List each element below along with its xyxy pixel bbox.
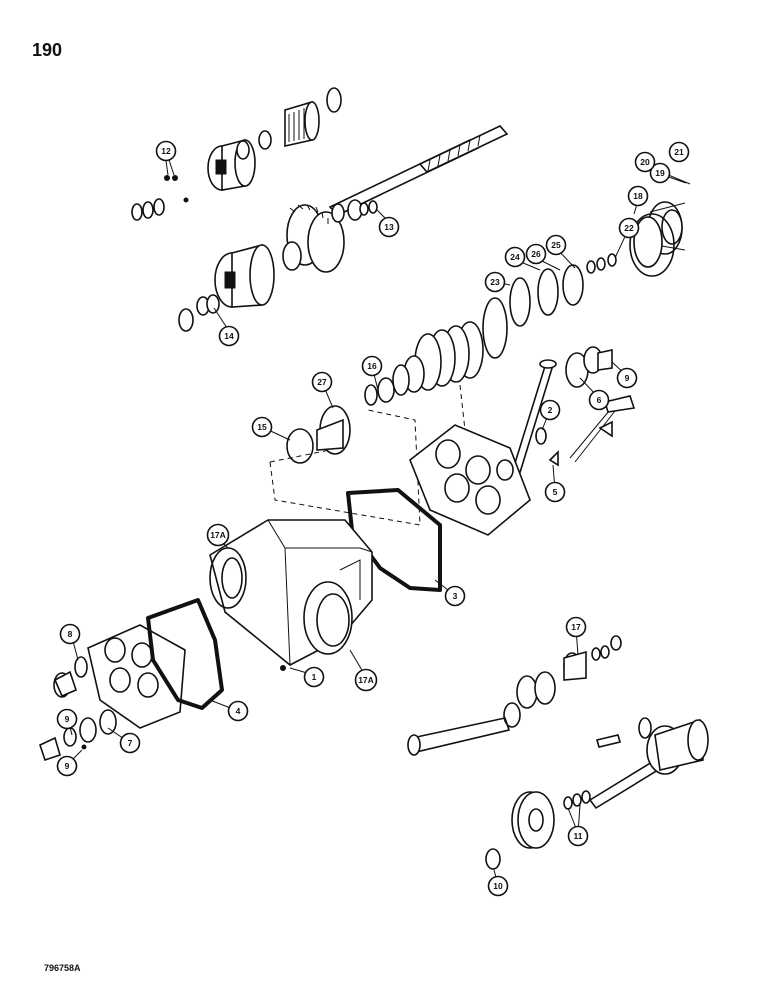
svg-text:18: 18 [633, 191, 643, 201]
callout-1: 1 [303, 666, 325, 688]
front-cover-plate [87, 624, 186, 729]
svg-text:23: 23 [490, 277, 500, 287]
svg-text:9: 9 [625, 373, 630, 383]
svg-text:8: 8 [68, 629, 73, 639]
svg-text:13: 13 [384, 222, 394, 232]
callout-23: 23 [484, 271, 506, 293]
svg-text:3: 3 [453, 591, 458, 601]
callout-27: 27 [311, 371, 333, 393]
callout-26: 26 [525, 243, 547, 265]
rear-cover-plate [409, 424, 531, 536]
svg-text:21: 21 [674, 147, 684, 157]
svg-text:10: 10 [493, 881, 503, 891]
reference-dashed-outline [269, 409, 421, 526]
callout-22: 22 [618, 217, 640, 239]
callout-21: 21 [668, 141, 690, 163]
callout-3: 3 [444, 585, 466, 607]
svg-text:11: 11 [574, 831, 583, 841]
lower-output-shaft-group [407, 635, 709, 870]
callout-18: 18 [627, 185, 649, 207]
svg-text:5: 5 [553, 487, 558, 497]
figure-code: 796758A [44, 963, 81, 973]
clutch-gear-group [178, 199, 378, 332]
callout-4: 4 [227, 700, 249, 722]
callout-14: 14 [218, 325, 240, 347]
callout-19: 19 [649, 162, 671, 184]
svg-text:20: 20 [640, 157, 650, 167]
callout-17a-upper: 17A [206, 523, 230, 547]
svg-text:19: 19 [655, 168, 665, 178]
callout-9-left-upper: 9 [56, 708, 78, 730]
callout-25: 25 [545, 234, 567, 256]
svg-text:1: 1 [312, 672, 317, 682]
callout-10: 10 [487, 875, 509, 897]
svg-text:16: 16 [367, 361, 377, 371]
callout-9-upper-right: 9 [616, 367, 638, 389]
callout-16: 16 [361, 355, 383, 377]
svg-text:17A: 17A [358, 675, 374, 685]
callout-17a-lower: 17A [354, 668, 378, 692]
svg-text:9: 9 [65, 714, 70, 724]
svg-text:17: 17 [571, 622, 581, 632]
callout-13: 13 [378, 216, 400, 238]
right-upper-cover-group [286, 201, 686, 481]
callout-5: 5 [544, 481, 566, 503]
svg-text:12: 12 [161, 146, 171, 156]
gasket-4 [146, 598, 224, 710]
callout-17: 17 [565, 616, 587, 638]
callout-15: 15 [251, 416, 273, 438]
svg-text:22: 22 [624, 223, 634, 233]
svg-text:17A: 17A [210, 530, 226, 540]
callout-11: 11 [567, 825, 589, 847]
svg-text:6: 6 [597, 395, 602, 405]
callout-20: 20 [634, 151, 656, 173]
svg-text:14: 14 [224, 331, 234, 341]
leader-lines [66, 159, 691, 886]
svg-text:2: 2 [548, 405, 553, 415]
callout-24: 24 [504, 246, 526, 268]
svg-text:15: 15 [257, 422, 267, 432]
svg-text:24: 24 [510, 252, 520, 262]
transmission-housing [209, 519, 373, 671]
callout-12: 12 [155, 140, 177, 162]
svg-text:27: 27 [317, 377, 327, 387]
svg-text:25: 25 [551, 240, 561, 250]
svg-text:4: 4 [236, 706, 241, 716]
callout-6: 6 [588, 389, 610, 411]
svg-text:7: 7 [128, 738, 133, 748]
page-number: 190 [32, 40, 63, 60]
svg-text:9: 9 [65, 761, 70, 771]
svg-text:26: 26 [531, 249, 541, 259]
callout-7: 7 [119, 732, 141, 754]
callout-2: 2 [539, 399, 561, 421]
callout-8: 8 [59, 623, 81, 645]
callout-9-left-lower: 9 [56, 755, 78, 777]
upper-input-shaft-group [131, 87, 509, 221]
